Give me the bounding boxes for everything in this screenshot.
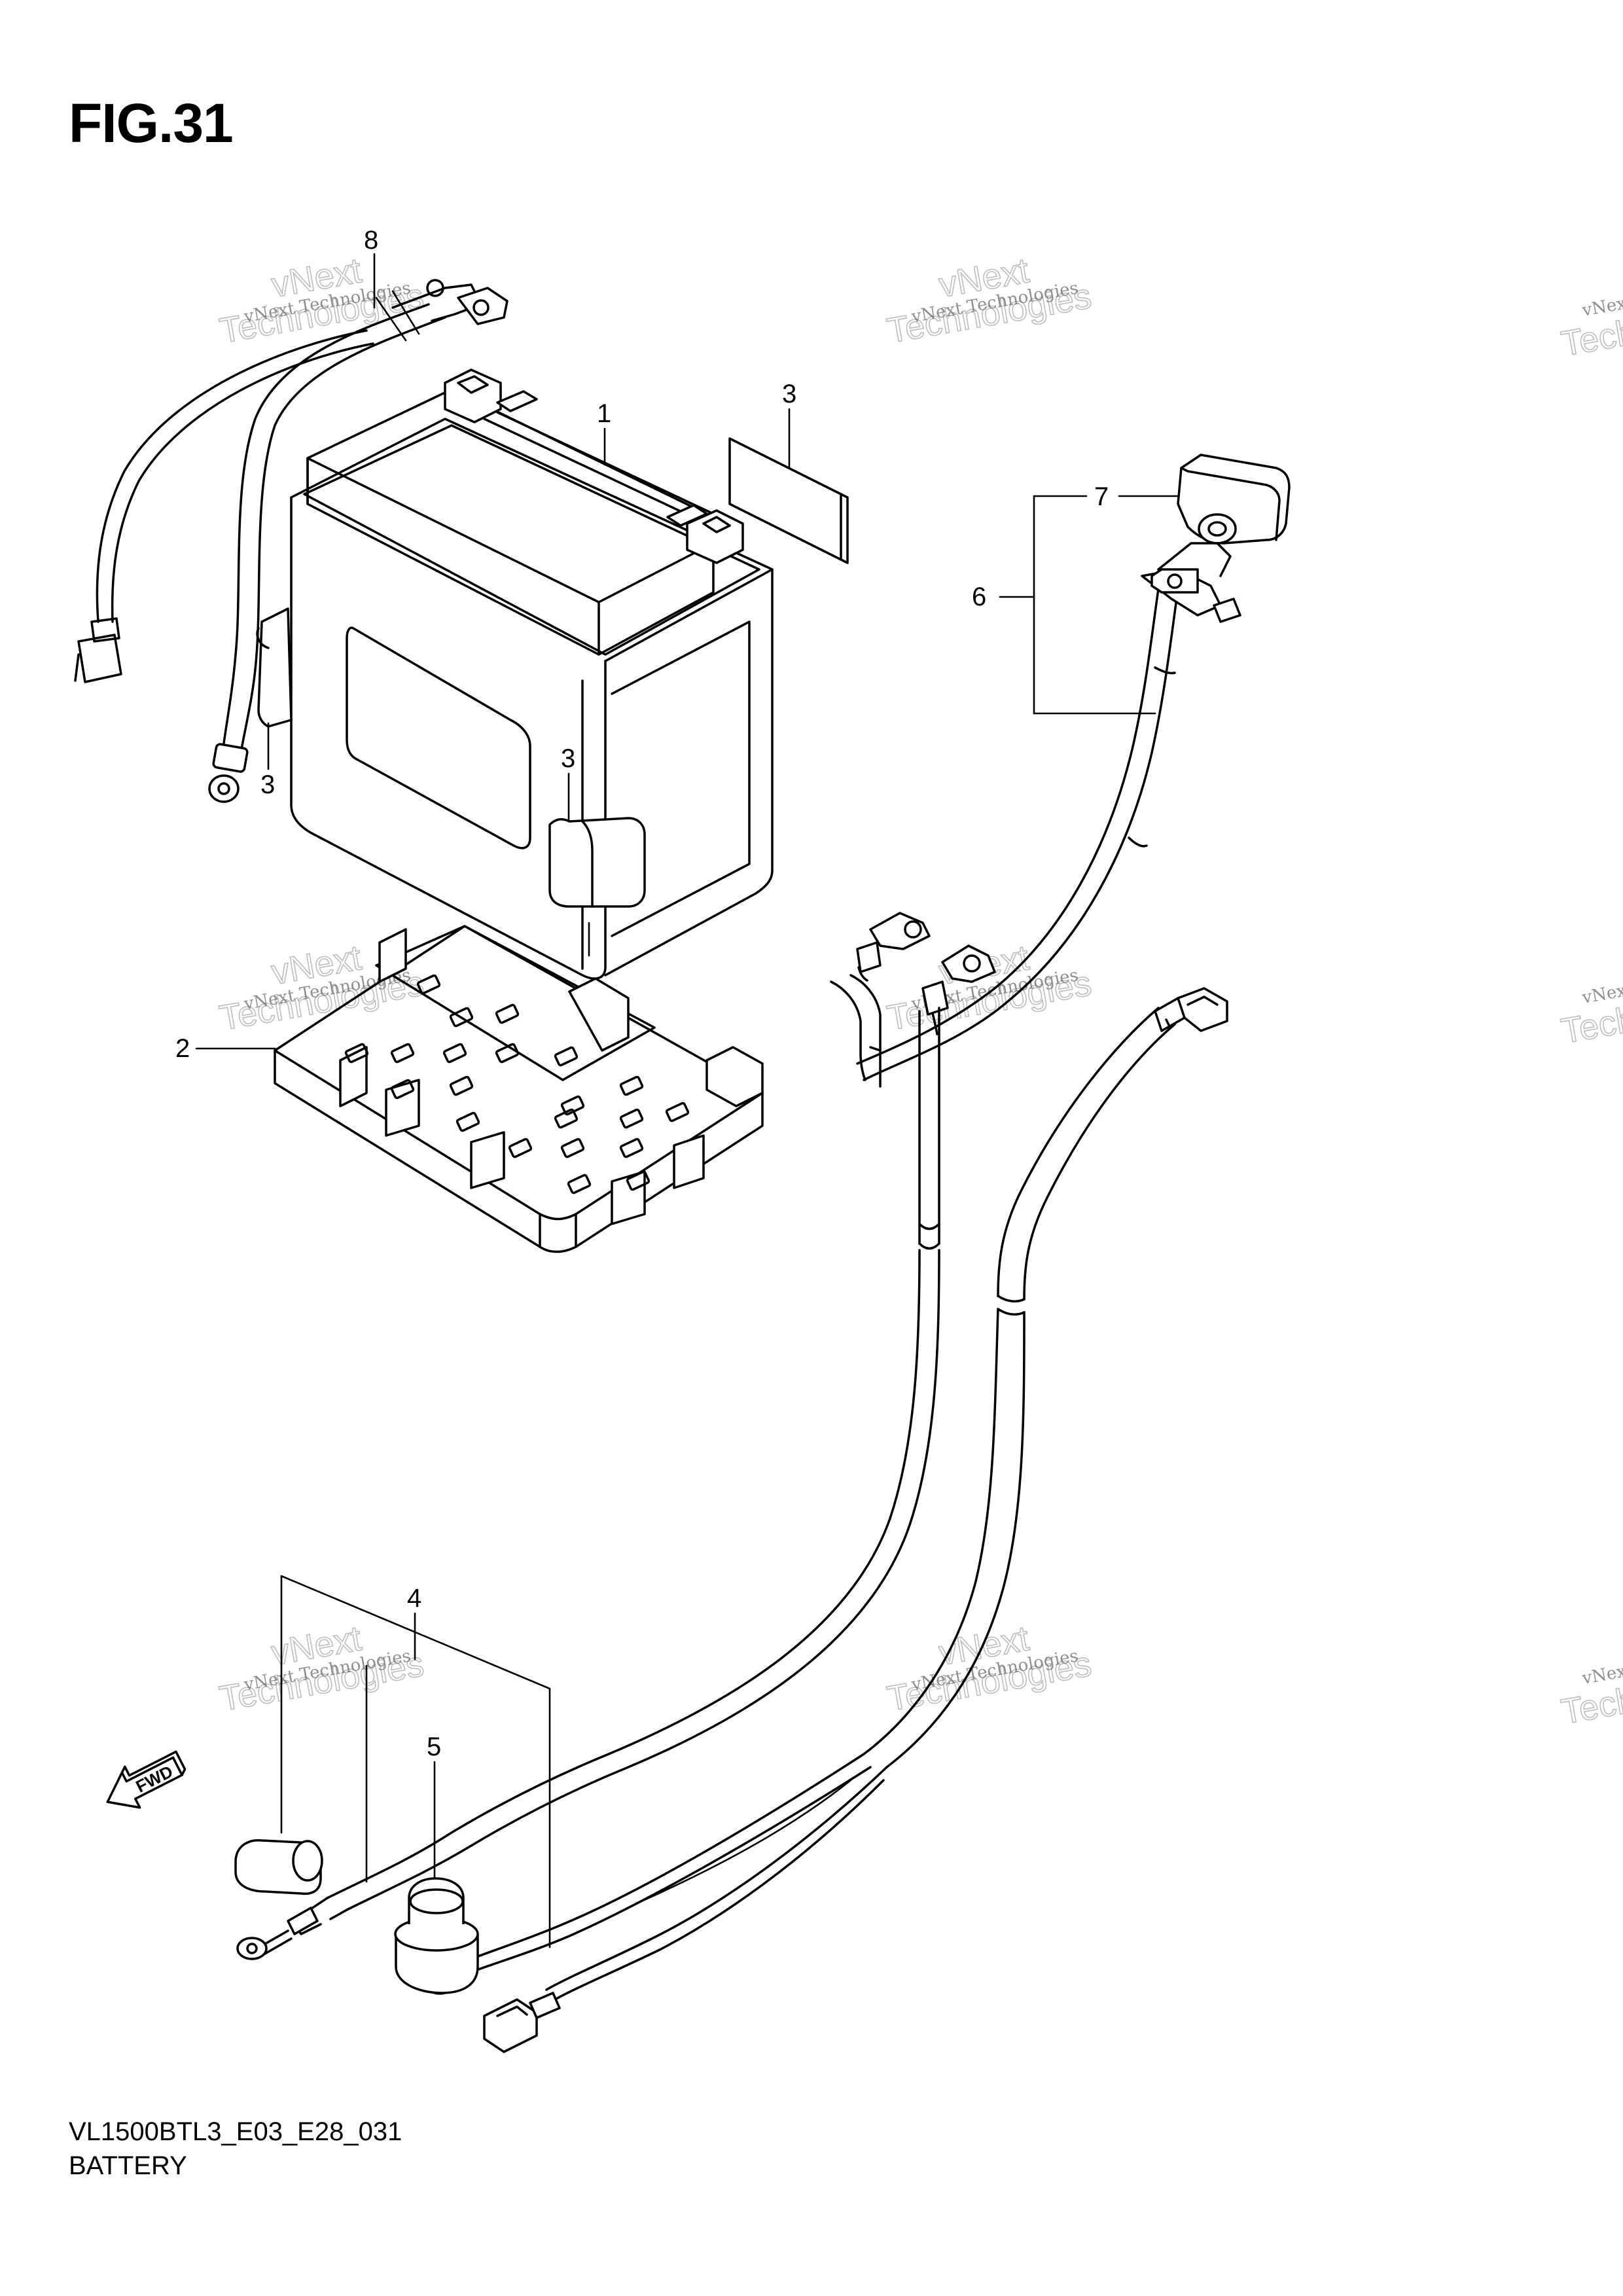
callout-8: 8 bbox=[364, 226, 378, 255]
watermarks: Technologies vNext vNext Technologies Te… bbox=[216, 250, 1623, 1732]
battery-tray bbox=[274, 925, 764, 1253]
battery-sub-lead-wire bbox=[74, 279, 508, 803]
battery-label-front bbox=[548, 817, 646, 908]
tray-slots bbox=[344, 974, 690, 1194]
battery-negative-lead bbox=[236, 912, 996, 1960]
callout-3-front: 3 bbox=[561, 744, 575, 773]
battery-positive-lead bbox=[856, 542, 1241, 1081]
callout-7: 7 bbox=[1094, 482, 1109, 511]
watermark: Technologies vNext Technologies bbox=[1558, 272, 1623, 365]
battery-harness bbox=[424, 987, 1228, 2053]
terminal-cover bbox=[1177, 454, 1291, 545]
battery-label-loose bbox=[728, 437, 849, 564]
watermark: Technologies vNext vNext Technologies bbox=[883, 250, 1094, 351]
callout-2: 2 bbox=[175, 1034, 190, 1063]
terminal-boot bbox=[394, 1877, 479, 1994]
callouts: 8 1 3 3 3 2 7 6 4 bbox=[175, 226, 1179, 1948]
callout-6: 6 bbox=[972, 583, 986, 611]
svg-text:vNext Technologies: vNext Technologies bbox=[1580, 1640, 1623, 1689]
watermark: Technologies vNext vNext Technologies bbox=[216, 250, 427, 351]
callout-3-left: 3 bbox=[260, 770, 275, 799]
watermark: Technologies vNext Technologies bbox=[1558, 960, 1623, 1052]
watermark: Technologies vNext vNext Technologies bbox=[883, 1618, 1094, 1719]
watermark: Technologies vNext Technologies bbox=[1558, 1640, 1623, 1732]
svg-text:vNext Technologies: vNext Technologies bbox=[1580, 960, 1623, 1009]
callout-5: 5 bbox=[427, 1732, 441, 1761]
callout-4: 4 bbox=[407, 1584, 421, 1613]
callout-3-loose: 3 bbox=[782, 380, 796, 408]
figure-title: FIG.31 bbox=[69, 92, 234, 154]
terminal-cap bbox=[234, 1839, 323, 1895]
diagram-code: VL1500BTL3_E03_E28_031 bbox=[69, 2117, 402, 2146]
battery bbox=[290, 368, 774, 980]
watermark: Technologies vNext vNext Technologies bbox=[216, 1618, 427, 1719]
svg-text:vNext Technologies: vNext Technologies bbox=[1580, 272, 1623, 321]
battery-label-left bbox=[256, 607, 293, 728]
callout-1: 1 bbox=[597, 399, 611, 428]
fwd-arrow-icon: FWD bbox=[106, 1750, 187, 1809]
diagram-subtitle: BATTERY bbox=[69, 2151, 187, 2180]
